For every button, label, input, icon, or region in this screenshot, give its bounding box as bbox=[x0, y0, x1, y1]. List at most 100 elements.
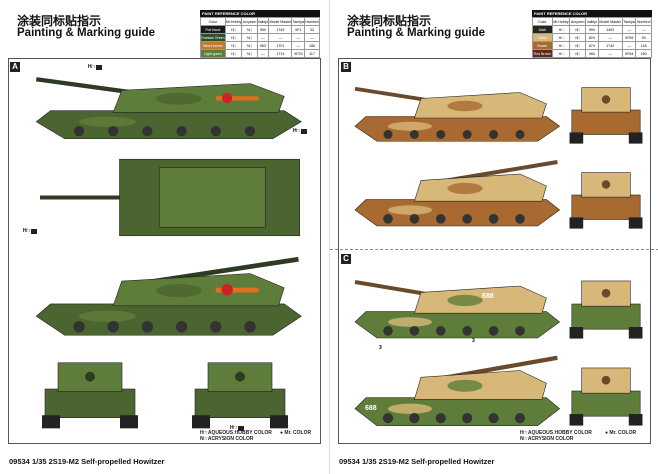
cell-h: H□ bbox=[224, 25, 243, 34]
road-wheel bbox=[462, 214, 472, 224]
ribbon-stripe bbox=[215, 287, 259, 293]
cell-humbrol: — bbox=[304, 33, 320, 42]
track bbox=[628, 217, 643, 229]
table-header: Tamiya bbox=[291, 17, 306, 26]
legend-mr-color: ● Mr. COLOR bbox=[605, 430, 637, 436]
cell-n: N□ bbox=[569, 41, 587, 50]
road-wheel bbox=[383, 130, 393, 139]
road-wheel bbox=[514, 413, 526, 424]
cell-mm: — bbox=[597, 33, 623, 42]
tank-c-rear bbox=[569, 367, 643, 426]
road-wheel bbox=[73, 126, 85, 137]
cell-h: H□ bbox=[551, 33, 571, 42]
camo-patch bbox=[447, 294, 483, 306]
road-wheel bbox=[488, 326, 499, 336]
cell-tamiya: — bbox=[291, 33, 306, 42]
cell-humbrol: — bbox=[635, 25, 652, 34]
road-wheel bbox=[108, 126, 119, 137]
hull bbox=[571, 194, 641, 220]
camo-patch bbox=[155, 283, 202, 298]
color-legend: H□ AQUEOUS HOBBY COLOR N□ ACRYSION COLOR bbox=[520, 430, 592, 442]
camo-patch bbox=[447, 379, 483, 392]
cell-vallejo: 874 bbox=[585, 41, 599, 50]
track bbox=[192, 415, 210, 429]
red-star-emblem bbox=[221, 283, 233, 296]
cell-mm: 1713 bbox=[268, 49, 293, 58]
hull bbox=[44, 388, 136, 419]
cell-n: N□ bbox=[569, 49, 587, 58]
cell-n: N□ bbox=[241, 49, 258, 58]
table-header: Mr.Hobby bbox=[224, 17, 243, 26]
cell-n: N□ bbox=[241, 41, 258, 50]
scheme-frame-a bbox=[8, 58, 321, 444]
gun-muzzle bbox=[85, 371, 95, 382]
road-wheel bbox=[210, 321, 222, 333]
legend-mr-color: ● Mr. COLOR bbox=[280, 430, 312, 436]
turret bbox=[158, 167, 266, 228]
color-swatch: Sand bbox=[532, 33, 553, 42]
callout-number: 3 bbox=[472, 338, 475, 344]
track bbox=[628, 327, 643, 339]
camo-patch bbox=[388, 121, 432, 131]
color-swatch: Russian Green bbox=[200, 33, 226, 42]
hull bbox=[571, 109, 641, 135]
cell-humbrol: 33 bbox=[304, 25, 320, 34]
page-right: 涂装同标贴指示 Painting & Marking guide PAINT R… bbox=[329, 0, 658, 474]
cell-h: H□ bbox=[224, 49, 243, 58]
cell-mm: 1742 bbox=[597, 41, 623, 50]
road-wheel bbox=[515, 214, 525, 224]
cell-humbrol: 117 bbox=[304, 49, 320, 58]
table-caption: PAINT REFERENCE COLOR bbox=[200, 10, 320, 17]
hull bbox=[571, 390, 641, 417]
table-header: Acrysion bbox=[241, 17, 258, 26]
road-wheel bbox=[210, 126, 221, 137]
track bbox=[569, 414, 584, 426]
cell-tamiya: XF59 bbox=[621, 33, 637, 42]
ribbon-stripe bbox=[215, 96, 259, 101]
color-callout: H□ bbox=[88, 64, 102, 70]
camo-patch bbox=[447, 182, 483, 194]
gun-muzzle bbox=[235, 371, 245, 382]
tank-front-view bbox=[42, 362, 138, 429]
cell-vallejo: 950 bbox=[256, 25, 270, 34]
cell-n: N□ bbox=[241, 33, 258, 42]
title-chinese: 涂装同标贴指示 bbox=[17, 14, 102, 28]
cell-humbrol: 186 bbox=[304, 41, 320, 50]
scheme-frame-bc bbox=[338, 58, 651, 444]
tank-c-front bbox=[569, 280, 643, 339]
divider bbox=[330, 249, 658, 250]
cell-h: H□ bbox=[224, 41, 243, 50]
cell-tamiya: XF1 bbox=[291, 25, 306, 34]
table-header: Model Master bbox=[597, 17, 623, 26]
cell-mm: 1402 bbox=[597, 25, 623, 34]
color-swatch: Red Brown bbox=[532, 49, 553, 58]
cell-h: H□ bbox=[551, 41, 571, 50]
table-header: Tamiya bbox=[621, 17, 637, 26]
cell-vallejo: 963 bbox=[256, 41, 270, 50]
tank-b-side-1 bbox=[354, 86, 561, 142]
road-wheel bbox=[142, 126, 153, 137]
road-wheel bbox=[383, 214, 393, 224]
title-english: Painting & Marking guide bbox=[347, 27, 486, 39]
road-wheel bbox=[436, 326, 446, 336]
panel-label-c: C bbox=[341, 254, 351, 264]
road-wheel bbox=[462, 326, 472, 336]
legend-acrysion: N□ ACRYSION COLOR bbox=[200, 436, 254, 442]
table-header: Vallejo bbox=[585, 17, 599, 26]
color-swatch: Wood brown bbox=[200, 41, 226, 50]
legend-hobby: H□ AQUEOUS HOBBY COLOR bbox=[520, 430, 592, 436]
road-wheel bbox=[244, 321, 256, 333]
callout-number: 3 bbox=[379, 345, 382, 351]
cell-humbrol: 118 bbox=[635, 41, 652, 50]
cell-n: N□ bbox=[241, 25, 258, 34]
road-wheel bbox=[515, 326, 525, 336]
cell-h: H□ bbox=[551, 25, 571, 34]
cell-n: N□ bbox=[569, 33, 587, 42]
hull bbox=[194, 388, 286, 419]
camo-patch bbox=[388, 205, 432, 215]
footer-product-name: 09534 1/35 2S19-M2 Self-propelled Howitz… bbox=[339, 457, 495, 466]
